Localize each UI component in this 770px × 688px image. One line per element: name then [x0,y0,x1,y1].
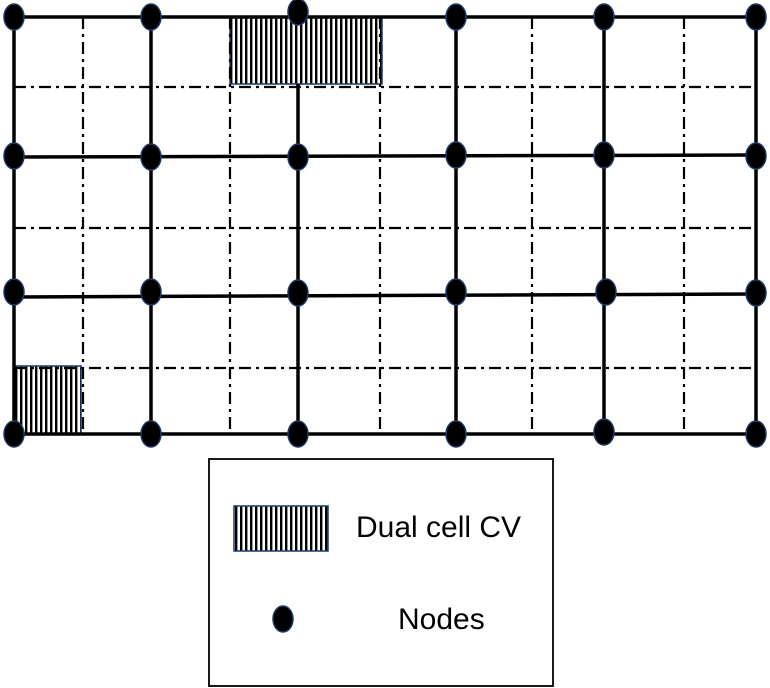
node [140,420,162,448]
node [445,420,467,448]
node [745,3,767,31]
node [140,278,162,306]
node [3,420,25,448]
dual-cell-bottom-left [13,365,82,435]
primary-grid [12,15,758,436]
grid-line-h2 [13,153,757,159]
node [140,143,162,171]
node [3,142,25,170]
node [287,420,309,448]
node [140,3,162,31]
node-dot-icon [272,605,294,633]
dual-cells [13,16,383,435]
node [287,143,309,171]
node [745,142,767,170]
legend-label-nodes: Nodes [398,603,485,636]
legend-label-dual-cell: Dual cell CV [356,511,521,544]
node [445,141,467,169]
node [745,420,767,448]
node [593,3,615,31]
node [3,3,25,31]
grid-line-h3 [13,292,757,299]
node [287,0,309,26]
node [745,279,767,307]
legend: Dual cell CV Nodes [208,458,554,687]
node [595,278,617,306]
node [445,3,467,31]
dual-grid [14,17,756,434]
nodes [3,0,767,448]
dual-cell-top [229,16,383,85]
node [445,278,467,306]
node [3,278,25,306]
node [593,141,615,169]
node [287,279,309,307]
legend-box [208,458,554,687]
hatched-rectangle-icon [233,505,329,552]
node [593,418,615,446]
